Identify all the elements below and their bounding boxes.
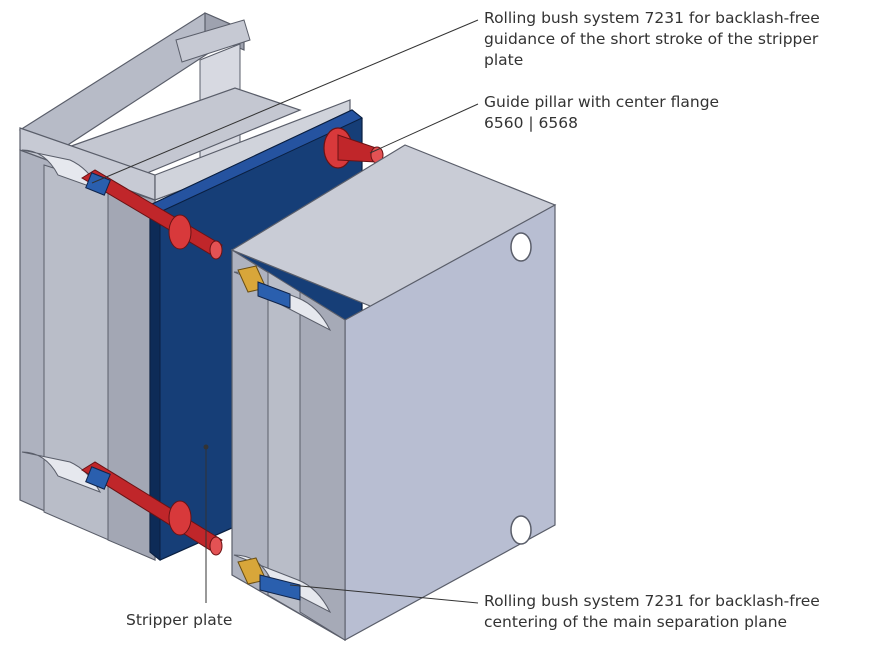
callout-rolling-bush-top: Rolling bush system 7231 for backlash-fr… bbox=[484, 8, 820, 71]
callout-line: guidance of the short stroke of the stri… bbox=[484, 30, 819, 48]
callout-line: Stripper plate bbox=[126, 611, 233, 629]
callout-line: Guide pillar with center flange bbox=[484, 93, 720, 111]
leader-lines bbox=[91, 19, 479, 604]
front-rolling-bushes bbox=[237, 265, 301, 601]
callout-rolling-bush-bottom: Rolling bush system 7231 for backlash-fr… bbox=[484, 591, 820, 633]
callout-line: Rolling bush system 7231 for backlash-fr… bbox=[484, 592, 820, 610]
callout-line: plate bbox=[484, 51, 524, 69]
callout-line: 6560 | 6568 bbox=[484, 114, 578, 132]
leader-dot-stripper-plate bbox=[203, 444, 209, 450]
leader-line-rolling-bush-bottom bbox=[289, 584, 479, 604]
callout-line: Rolling bush system 7231 for backlash-fr… bbox=[484, 9, 820, 27]
leader-line-guide-pillar bbox=[369, 103, 479, 154]
leader-line-rolling-bush-top bbox=[91, 19, 479, 184]
rear-top-frame bbox=[18, 12, 302, 201]
guide-pillars bbox=[81, 127, 384, 556]
callout-line: centering of the main separation plane bbox=[484, 613, 788, 631]
callout-stripper-plate: Stripper plate bbox=[126, 610, 232, 631]
callout-guide-pillar: Guide pillar with center flange 6560 | 6… bbox=[484, 92, 719, 134]
front-mold-plate bbox=[230, 144, 557, 642]
